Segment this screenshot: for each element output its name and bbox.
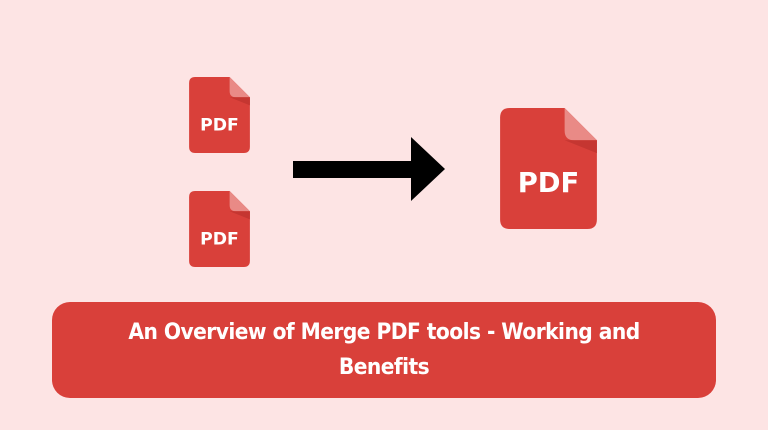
file-pdf-icon: PDF xyxy=(189,191,250,267)
pdf-icon-merged-result: PDF xyxy=(500,108,597,229)
file-pdf-icon: PDF xyxy=(189,77,250,153)
svg-text:PDF: PDF xyxy=(200,116,239,136)
right-arrow-icon xyxy=(293,137,445,201)
file-pdf-icon: PDF xyxy=(500,108,597,229)
pdf-icon-source-1: PDF xyxy=(189,77,250,153)
svg-text:PDF: PDF xyxy=(200,230,239,250)
banner-title: An Overview of Merge PDF tools - Working… xyxy=(128,320,640,380)
svg-text:PDF: PDF xyxy=(518,168,580,199)
title-banner: An Overview of Merge PDF tools - Working… xyxy=(52,302,716,398)
pdf-icon-source-2: PDF xyxy=(189,191,250,267)
